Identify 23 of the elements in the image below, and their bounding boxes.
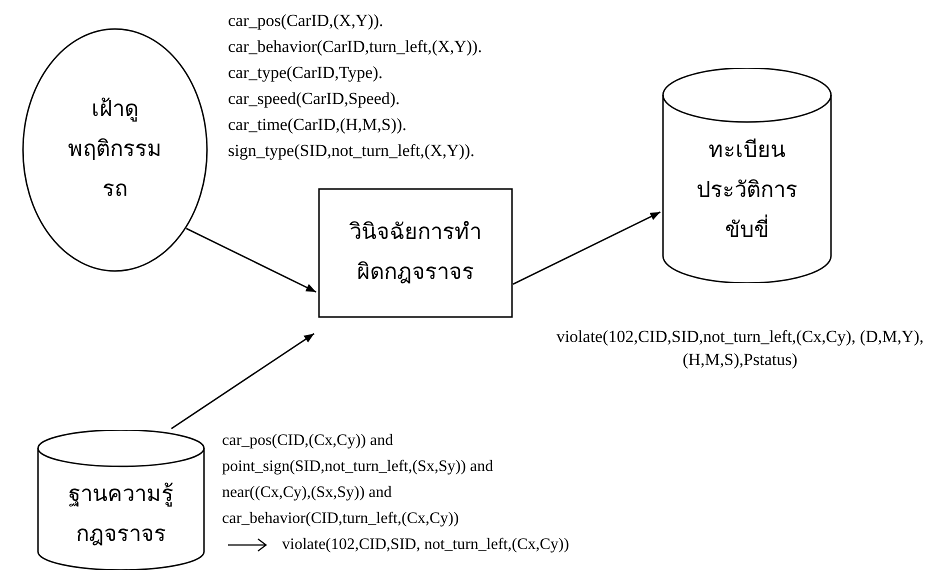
arrow [170, 332, 315, 430]
code-text: point_sign(SID,not_turn_left,(Sx,Sy)) and [222, 457, 494, 477]
code-text: near((Cx,Cy),(Sx,Sy)) and [222, 483, 393, 503]
node-label: เฝ้าดูพฤติกรรมรถ [67, 96, 163, 204]
code-text: car_behavior(CID,turn_left,(Cx,Cy)) [222, 509, 460, 529]
process-ellipse [22, 28, 208, 272]
code-text: car_pos(CID,(Cx,Cy)) and [222, 431, 394, 451]
code-text: sign_type(SID,not_turn_left,(X,Y)). [228, 140, 476, 162]
code-text: car_pos(CarID,(X,Y)). [228, 10, 384, 32]
code-text: car_type(CarID,Type). [228, 62, 384, 84]
process-box [318, 188, 513, 318]
database-cylinder [37, 430, 205, 570]
code-text: car_time(CarID,(H,M,S)). [228, 114, 408, 136]
node-label: วินิจฉัยการทำผิดกฎจราจร [348, 219, 482, 287]
code-text: violate(102,CID,SID,not_turn_left,(Cx,Cy), (D,M,Y),(H,M,S),Pstatus) [555, 326, 925, 371]
code-text: car_speed(CarID,Speed). [228, 88, 401, 110]
code-text: car_behavior(CarID,turn_left,(X,Y)). [228, 36, 482, 58]
database-cylinder [662, 68, 832, 283]
node-label: ทะเบียนประวัติการขับขี่ [696, 136, 798, 244]
arrow [186, 228, 316, 293]
arrow [512, 211, 661, 285]
node-label: ฐานความรู้กฎจราจร [68, 481, 174, 549]
code-text: violate(102,CID,SID, not_turn_left,(Cx,Cy)) [282, 535, 570, 555]
